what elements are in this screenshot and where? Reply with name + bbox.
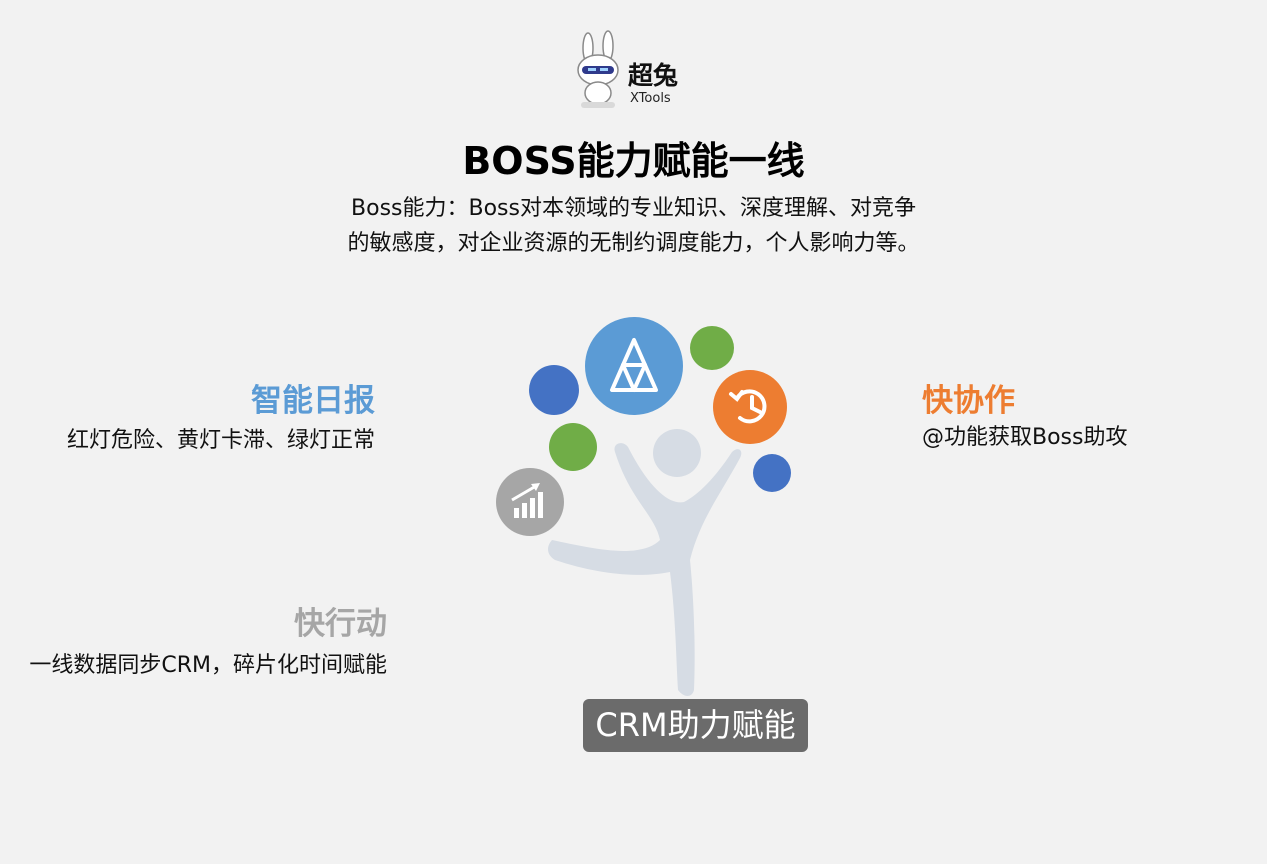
person-tree-illustration: [496, 317, 791, 696]
bubble-dark-blue-right: [753, 454, 791, 492]
growth-chart-icon: [511, 483, 543, 518]
feature-quick-collab-desc: @功能获取Boss助攻: [922, 425, 1128, 450]
subtitle-line-1: Boss能力：Boss对本领域的专业知识、深度理解、对竞争: [351, 196, 916, 221]
feature-quick-collab-title: 快协作: [922, 383, 1015, 419]
subtitle-line-2: 的敏感度，对企业资源的无制约调度能力，个人影响力等。: [347, 231, 920, 256]
triangle-icon: [610, 338, 658, 392]
feature-quick-action-desc: 一线数据同步CRM，碎片化时间赋能: [29, 653, 387, 678]
feature-quick-action-title: 快行动: [294, 606, 387, 642]
bubble-dark-blue-left: [529, 365, 579, 415]
crm-empower-label: CRM助力赋能: [583, 699, 808, 752]
logo-english-text: XTools: [630, 91, 671, 106]
logo-chinese-text: 超兔: [628, 61, 679, 90]
bubble-green-top: [690, 326, 734, 370]
person-figure: [548, 429, 742, 696]
feature-daily-report-title: 智能日报: [251, 383, 375, 419]
page-title: BOSS能力赋能一线: [462, 139, 805, 183]
brand-logo: 超兔 XTools: [574, 30, 704, 112]
rabbit-mascot-icon: [577, 30, 619, 108]
bubble-green-left: [549, 423, 597, 471]
feature-daily-report-desc: 红灯危险、黄灯卡滞、绿灯正常: [66, 428, 375, 453]
history-icon: [729, 389, 767, 424]
